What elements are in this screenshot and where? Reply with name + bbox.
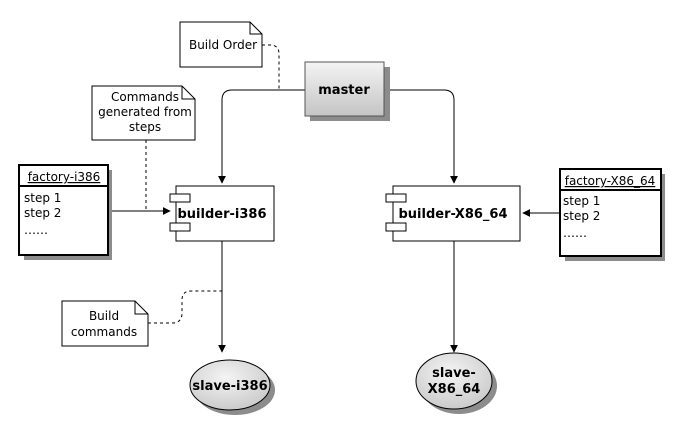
master-to-builder-x86_64-edge <box>384 89 458 184</box>
factory-i386-title: factory-i386 <box>28 170 101 184</box>
factory-i386-step-more: …… <box>24 223 48 237</box>
factory-x86_64-step-2: step 2 <box>563 209 600 223</box>
commands-generated-line-2: generated from <box>98 105 192 119</box>
factory-x86_64-step-more: …… <box>563 226 587 240</box>
build-order-note: Build Order <box>179 21 263 68</box>
note-anchors <box>145 44 280 324</box>
component-port-icon <box>385 222 407 232</box>
factory-x86_64-node[interactable]: factory-X86_64 step 1 step 2 …… <box>559 168 665 261</box>
slave-i386-node[interactable]: slave-i386 <box>189 359 275 415</box>
master-node[interactable]: master <box>304 61 390 121</box>
build-commands-note: Build commands <box>61 300 149 347</box>
builder-i386-node[interactable]: builder-i386 <box>169 185 275 242</box>
connectors <box>109 89 560 353</box>
slave-x86_64-node[interactable]: slave- X86_64 <box>415 352 497 414</box>
slave-x86_64-label-line-1: slave- <box>432 366 476 381</box>
build-commands-line-2: commands <box>71 325 137 339</box>
factory-x86_64-step-1: step 1 <box>563 194 600 208</box>
factory-i386-step-1: step 1 <box>24 191 61 205</box>
build-order-anchor <box>262 44 280 90</box>
master-label: master <box>318 83 370 98</box>
build-order-label: Build Order <box>189 38 257 52</box>
builder-x86_64-label: builder-X86_64 <box>398 207 507 222</box>
component-port-icon <box>385 193 407 203</box>
slave-i386-label: slave-i386 <box>192 379 267 394</box>
builder-i386-label: builder-i386 <box>178 207 267 222</box>
builder-x86_64-node[interactable]: builder-X86_64 <box>385 185 521 242</box>
commands-generated-line-1: Commands <box>111 90 179 104</box>
commands-generated-line-3: steps <box>129 120 161 134</box>
component-port-icon <box>169 193 191 203</box>
build-commands-line-1: Build <box>89 309 119 323</box>
build-commands-anchor <box>148 290 222 324</box>
factory-i386-node[interactable]: factory-i386 step 1 step 2 …… <box>18 164 112 260</box>
factory-i386-step-2: step 2 <box>24 206 61 220</box>
master-to-builder-i386-edge <box>218 89 305 184</box>
commands-generated-note: Commands generated from steps <box>91 85 196 141</box>
factory-x86_64-title: factory-X86_64 <box>565 174 656 188</box>
slave-x86_64-label-line-2: X86_64 <box>428 382 481 397</box>
component-port-icon <box>169 222 191 232</box>
